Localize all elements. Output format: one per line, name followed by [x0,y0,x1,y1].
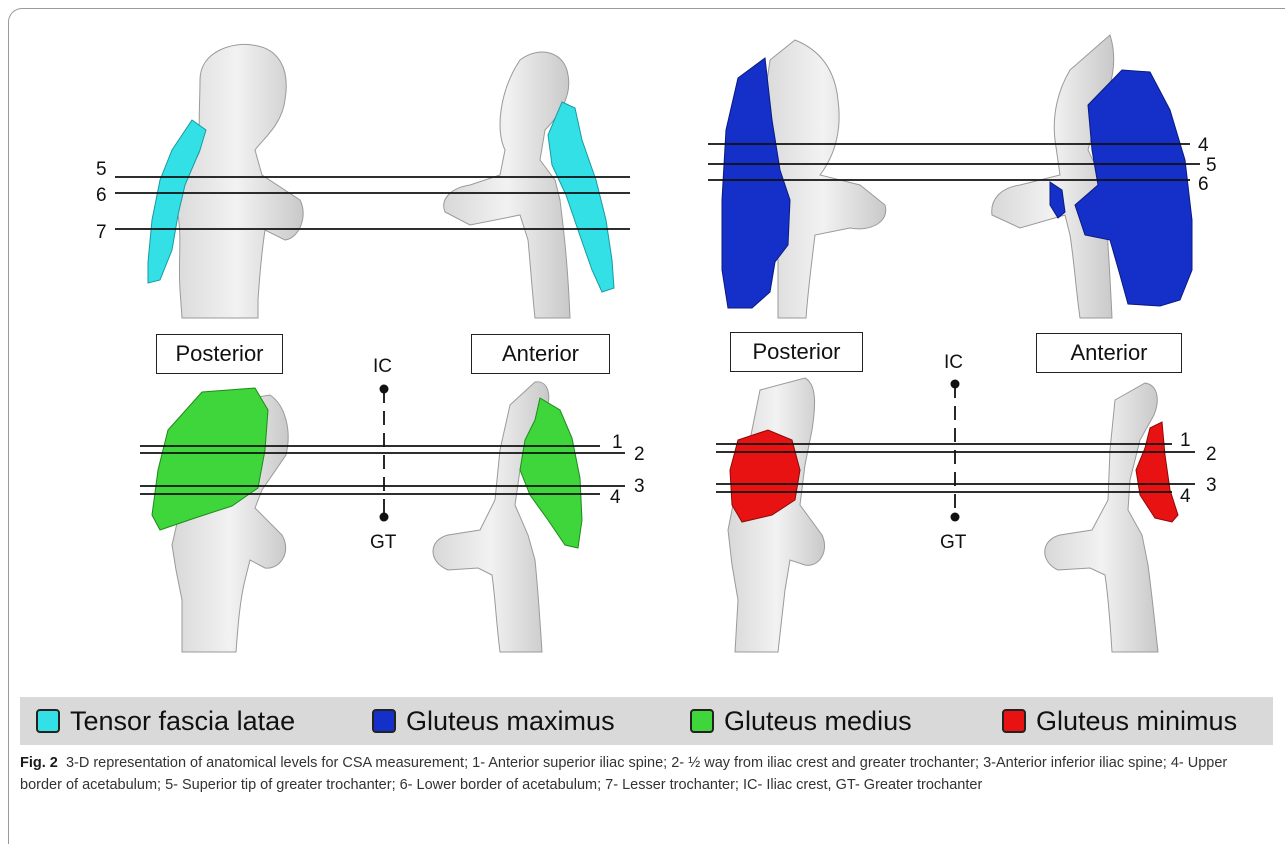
level-number-7-tfl: 7 [96,222,107,243]
level-number-6-tfl: 6 [96,185,107,206]
hip-bone-posterior-tfl [170,44,303,318]
legend-label-gmed: Gluteus medius [724,706,912,737]
hip-bone-anterior-gmax [992,35,1114,318]
level-number-4-gmin: 4 [1180,486,1191,507]
legend-swatch-gmed [690,709,714,733]
gmin-muscle-anterior [1136,422,1178,522]
level-number-1-gmin: 1 [1180,430,1191,451]
legend: Tensor fascia latae Gluteus maximus Glut… [20,697,1273,745]
level-number-3-gmed: 3 [634,476,645,497]
level-number-1-gmed: 1 [612,432,623,453]
legend-label-tfl: Tensor fascia latae [70,706,295,737]
legend-swatch-tfl [36,709,60,733]
level-number-3-gmin: 3 [1206,475,1217,496]
legend-item-gmin: Gluteus minimus [1002,697,1237,745]
legend-item-gmax: Gluteus maximus [372,697,615,745]
hip-bone-anterior-gmed [433,382,549,652]
legend-label-gmin: Gluteus minimus [1036,706,1237,737]
level-number-2-gmed: 2 [634,444,645,465]
level-number-4-gmax: 4 [1198,135,1209,156]
figure-label: Fig. 2 [20,755,58,771]
hip-bone-anterior-tfl [444,52,570,318]
gt-label-right: GT [940,532,966,554]
legend-swatch-gmax [372,709,396,733]
level-number-5-tfl: 5 [96,159,107,180]
level-number-4-gmed: 4 [610,487,621,508]
label-posterior-left: Posterior [156,334,283,374]
legend-swatch-gmin [1002,709,1026,733]
label-posterior-right: Posterior [730,332,863,372]
level-number-6-gmax: 6 [1198,174,1209,195]
level-number-5-gmax: 5 [1206,155,1217,176]
ic-gt-axis-right [951,380,960,522]
ic-label-left: IC [373,356,392,378]
ic-label-right: IC [944,352,963,374]
legend-label-gmax: Gluteus maximus [406,706,615,737]
hip-bone-anterior-gmin [1045,383,1158,652]
legend-item-gmed: Gluteus medius [690,697,912,745]
label-anterior-right: Anterior [1036,333,1182,373]
figure-caption: Fig. 2 3-D representation of anatomical … [20,752,1260,796]
gt-label-left: GT [370,532,396,554]
label-anterior-left: Anterior [471,334,610,374]
legend-item-tfl: Tensor fascia latae [36,697,295,745]
level-number-2-gmin: 2 [1206,444,1217,465]
caption-text: 3-D representation of anatomical levels … [20,755,1227,793]
